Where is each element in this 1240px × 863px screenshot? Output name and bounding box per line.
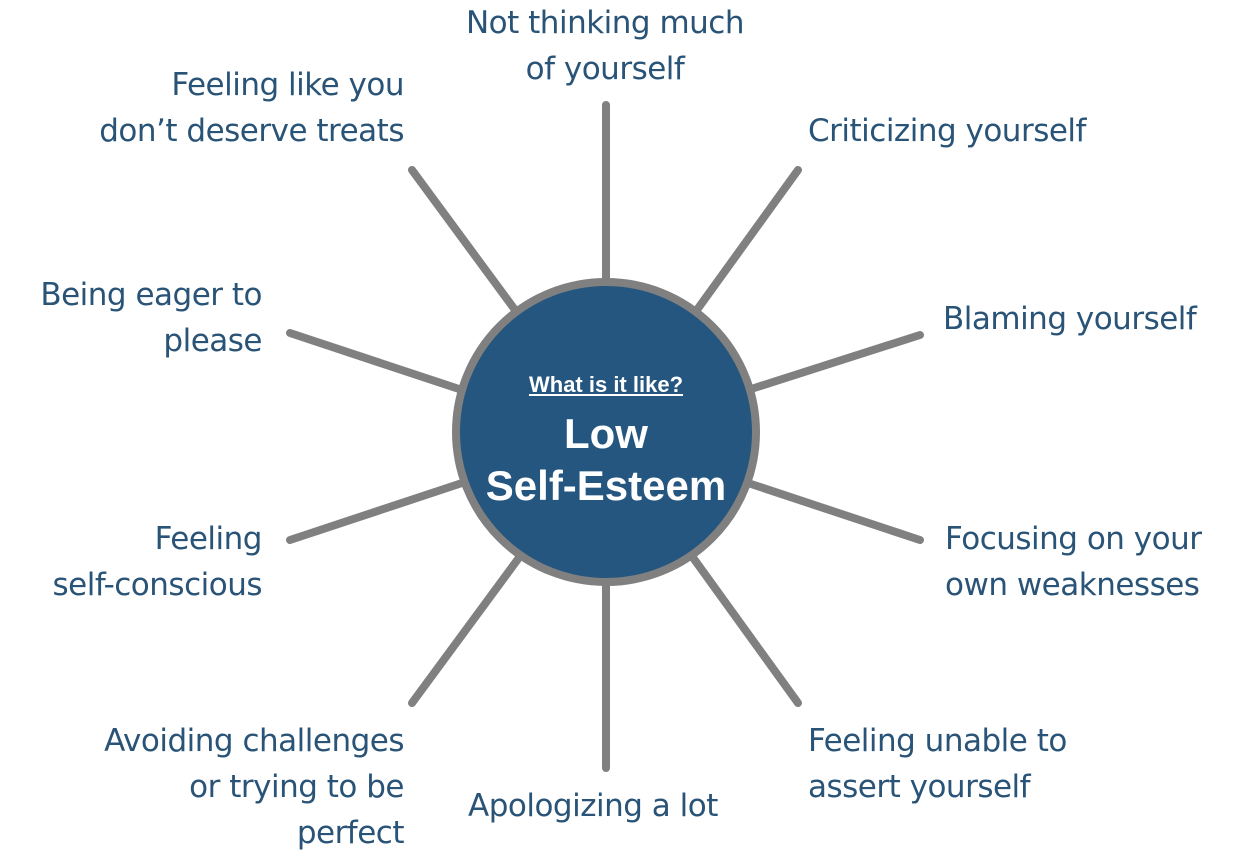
center-hub: What is it like? Low Self-Esteem — [452, 278, 760, 586]
label-right-upper: Blaming yourself — [943, 296, 1197, 342]
label-line: Focusing on your — [945, 521, 1202, 557]
label-line: Blaming yourself — [943, 301, 1197, 337]
label-line: Apologizing a lot — [468, 788, 718, 824]
center-title-line: Low — [564, 410, 648, 457]
label-left-lower: Feeling self-conscious — [0, 516, 263, 608]
label-line: Criticizing yourself — [808, 113, 1086, 149]
label-line: Being eager to — [40, 277, 262, 313]
label-bottom-right: Feeling unable to assert yourself — [808, 718, 1067, 810]
label-right-lower: Focusing on your own weaknesses — [945, 516, 1202, 608]
center-title: Low Self-Esteem — [460, 408, 752, 512]
label-line: Not thinking much — [465, 5, 745, 41]
spoke-left-upper — [286, 329, 466, 394]
center-title-line: Self-Esteem — [485, 462, 727, 509]
label-line: assert yourself — [808, 769, 1031, 805]
label-top-left: Feeling like you don’t deserve treats — [0, 62, 404, 154]
label-line: don’t deserve treats — [99, 113, 404, 149]
label-left-upper: Being eager to please — [0, 272, 262, 364]
label-line: own weaknesses — [945, 567, 1200, 603]
spoke-left-lower — [286, 479, 466, 544]
spoke-top-left — [408, 166, 522, 318]
label-line: or trying to be — [189, 769, 404, 805]
label-top: Not thinking much of yourself — [430, 0, 780, 92]
label-line: Feeling like you — [171, 67, 404, 103]
center-question: What is it like? — [528, 372, 684, 397]
label-line: self-conscious — [52, 567, 263, 603]
label-line: of yourself — [525, 51, 685, 87]
spoke-top-right — [690, 166, 802, 318]
label-line: Feeling unable to — [808, 723, 1067, 759]
label-line: please — [163, 323, 262, 359]
label-line: Feeling — [154, 521, 263, 557]
spoke-right-upper — [744, 331, 924, 394]
label-line: perfect — [296, 815, 405, 851]
spoke-bottom-right — [690, 555, 802, 707]
spoke-bottom-left — [408, 555, 522, 707]
label-top-right: Criticizing yourself — [808, 108, 1086, 154]
spoke-right-lower — [744, 479, 924, 544]
label-bottom-left: Avoiding challenges or trying to be perf… — [20, 718, 404, 856]
label-line: Avoiding challenges — [104, 723, 404, 759]
label-bottom: Apologizing a lot — [468, 783, 718, 829]
